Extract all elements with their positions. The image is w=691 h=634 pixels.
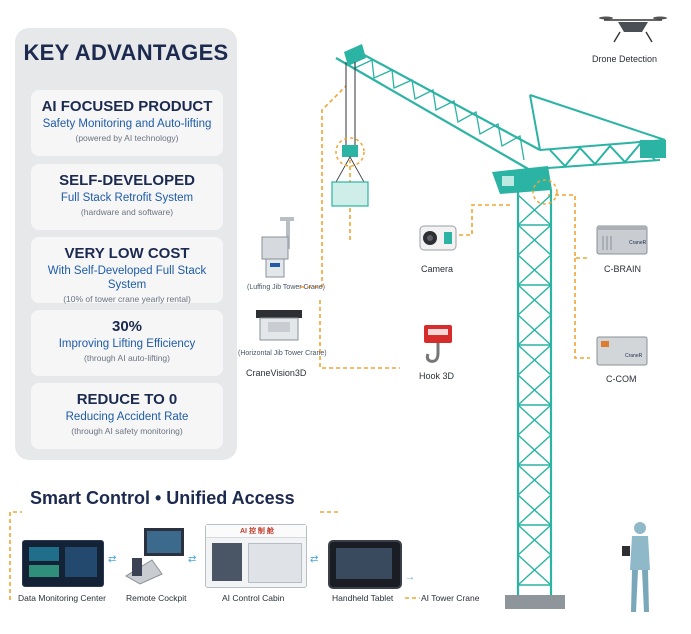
card-subtitle: Full Stack Retrofit System (60, 192, 194, 204)
camera-icon (419, 225, 457, 251)
cbrain-brand-text: CraneR (629, 240, 647, 246)
hook-3d-icon (424, 325, 452, 363)
advantage-card-efficiency: 30% Improving Lifting Efficiency (throug… (31, 310, 223, 376)
data-monitoring-center-label: Data Monitoring Center (18, 593, 106, 603)
smart-control-title: Smart Control • Unified Access (30, 488, 295, 508)
card-subtitle: Improving Lifting Efficiency (58, 338, 196, 350)
card-subtitle: Safety Monitoring and Auto-lifting (42, 118, 212, 130)
bidirectional-arrow-icon: ⇄ (310, 554, 319, 565)
card-heading: SELF-DEVELOPED (59, 172, 195, 189)
handheld-tablet-label: Handheld Tablet (332, 593, 394, 603)
advantage-card-self-developed: SELF-DEVELOPED Full Stack Retrofit Syste… (31, 164, 223, 230)
remote-cockpit-label: Remote Cockpit (126, 593, 187, 603)
crane-base (505, 595, 565, 609)
counterweight (640, 140, 666, 158)
card-note: (powered by AI technology) (75, 133, 179, 143)
luffing-jib-label: (Luffing Jib Tower Crane) (247, 284, 325, 291)
connector-lines (9, 85, 590, 600)
luffing-jib-crane-icon (261, 217, 294, 278)
c-brain-device-icon: CraneR (596, 225, 648, 255)
advantages-panel: KEY ADVANTAGES AI FOCUSED PRODUCT Safety… (15, 28, 237, 460)
ai-control-cabin-label: AI Control Cabin (222, 593, 285, 603)
crane-mast (516, 190, 553, 595)
bidirectional-arrow-icon: ⇄ (188, 554, 197, 565)
card-note: (hardware and software) (80, 207, 174, 217)
remote-cockpit-image (125, 528, 184, 585)
arrow-right-icon: → (405, 572, 415, 583)
c-brain-label: C-BRAIN (604, 264, 642, 274)
camera-label: Camera (421, 264, 454, 274)
horizontal-jib-label: (Horizontal Jib Tower Crane) (238, 350, 327, 357)
worker-with-tablet-illustration (622, 522, 650, 612)
advantage-card-accident: REDUCE TO 0 Reducing Accident Rate (thro… (31, 383, 223, 449)
card-note: (through AI auto-lifting) (84, 353, 170, 363)
card-heading: 30% (111, 318, 143, 335)
cranevision-label: CraneVision3D (246, 368, 307, 378)
crane-cab (492, 166, 552, 194)
jib-lattice (354, 50, 525, 161)
advantage-card-ai: AI FOCUSED PRODUCT Safety Monitoring and… (31, 90, 223, 156)
cabin-sign-text: AI 控 制 舱 (240, 528, 274, 535)
ai-control-cabin-image: AI 控 制 舱 (205, 524, 307, 588)
advantage-card-low-cost: VERY LOW COST With Self-Developed Full S… (31, 237, 223, 304)
card-note: (through AI safety monitoring) (71, 426, 183, 436)
c-com-label: C-COM (606, 374, 637, 384)
drone-detection-label: Drone Detection (592, 54, 658, 64)
bidirectional-arrow-icon: ⇄ (108, 554, 117, 565)
advantages-title: KEY ADVANTAGES (23, 40, 229, 65)
handheld-tablet-image (328, 540, 402, 589)
horizontal-jib-crane-icon (256, 310, 302, 341)
card-heading: VERY LOW COST (64, 245, 190, 262)
data-monitoring-center-image (22, 540, 104, 587)
c-com-device-icon: CraneR (596, 336, 648, 366)
mast-lattice (516, 194, 553, 586)
card-heading: AI FOCUSED PRODUCT (41, 98, 213, 115)
card-note: (10% of tower crane yearly rental) (63, 294, 191, 304)
ai-tower-crane-label: AI Tower Crane (421, 593, 480, 603)
hook-block (342, 145, 358, 157)
crane-jib (335, 49, 541, 171)
card-subtitle: Reducing Accident Rate (65, 411, 189, 423)
card-subtitle: With Self-Developed Full Stack System (47, 265, 207, 291)
card-heading: REDUCE TO 0 (76, 391, 178, 408)
hook-3d-label: Hook 3D (419, 371, 455, 381)
ccom-brand-text: CraneR (625, 353, 643, 359)
load-container (331, 181, 369, 207)
drone-icon (599, 16, 667, 43)
